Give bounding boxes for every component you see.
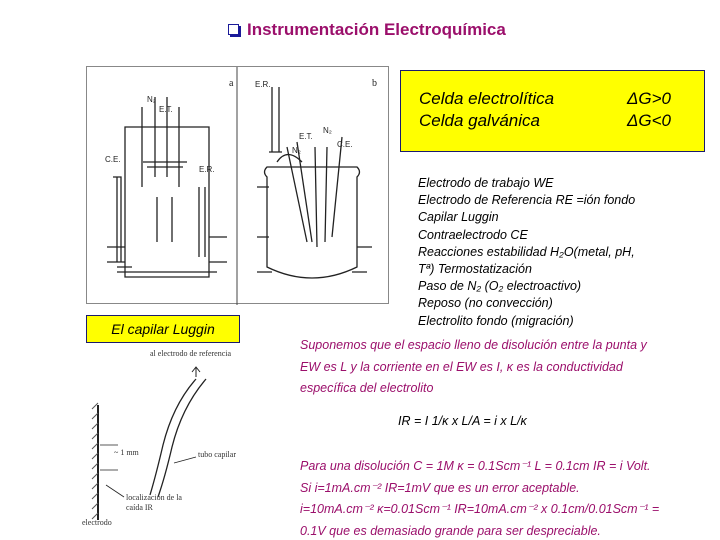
slide-title: Instrumentación Electroquímica xyxy=(228,20,506,40)
cell-a-drawing xyxy=(107,97,227,278)
electrode-label: electrodo xyxy=(82,518,112,527)
cell-components-list: Electrodo de trabajo WE Electrodo de Ref… xyxy=(418,175,708,330)
list-item: Tª) Termostatización xyxy=(418,262,532,277)
luggin-capillary-diagram: al electrodo de referencia ~ 1 mm tubo c… xyxy=(78,345,264,530)
checkbox-bullet-icon xyxy=(228,24,239,35)
paragraph-line: i=10mA.cm⁻² κ=0.01Scm⁻¹ IR=10mA.cm⁻² x 0… xyxy=(300,502,660,516)
list-item: Electrodo de trabajo WE xyxy=(418,176,554,190)
cells-drawing: a b N₂ E.T. C.E. E.R. E.R. E.T. N₂ N₂ C.… xyxy=(105,67,377,305)
paragraph-line: Para una disolución C = 1M κ = 0.1Scm⁻¹ … xyxy=(300,459,651,473)
list-item: Electrolito fondo (migración) xyxy=(418,313,574,328)
paragraph-line: 0.1V que es demasiado grande para ser de… xyxy=(300,523,601,538)
paragraph-line: específica del electrolito xyxy=(300,381,434,395)
panel-b-label: b xyxy=(372,78,377,89)
galvanic-cell-row: Celda galvánica ΔG<0 xyxy=(419,111,671,131)
cell-b-n2-label-right: N₂ xyxy=(323,126,332,135)
gap-distance-label: ~ 1 mm xyxy=(114,448,140,457)
cell-a-er-label: E.R. xyxy=(199,165,215,174)
electrolytic-cell-condition: ΔG>0 xyxy=(627,89,672,108)
list-item: Paso de N₂ (O₂ electroactivo) xyxy=(418,279,582,294)
gibbs-energy-box: Celda electrolítica ΔG>0 Celda galvánica… xyxy=(400,70,705,152)
cell-b-ce-label: C.E. xyxy=(337,140,353,149)
cell-a-ce-label: C.E. xyxy=(105,155,121,164)
ir-drop-location-label-line1: localización de la xyxy=(126,493,182,502)
list-item: Contraelectrodo CE xyxy=(418,227,528,242)
cell-b-n2-label-left: N₂ xyxy=(292,146,301,155)
panel-a-label: a xyxy=(229,78,234,89)
ir-drop-formula: IR = I 1/κ x L/A = i x L/κ xyxy=(398,414,527,428)
cell-a-n2-label: N₂ xyxy=(147,95,156,104)
electrochemical-cells-figure: a b N₂ E.T. C.E. E.R. E.R. E.T. N₂ N₂ C.… xyxy=(86,66,389,305)
cell-a-et-label: E.T. xyxy=(159,105,173,114)
list-item: Reacciones estabilidad H₂O(metal, pH, xyxy=(418,244,635,259)
paragraph-line: EW es L y la corriente en el EW es I, κ … xyxy=(300,359,623,374)
paragraph-line: Suponemos que el espacio lleno de disolu… xyxy=(300,338,647,352)
reference-electrode-label: al electrodo de referencia xyxy=(150,349,232,358)
electrolytic-cell-row: Celda electrolítica ΔG>0 xyxy=(419,89,671,109)
galvanic-cell-condition: ΔG<0 xyxy=(627,111,672,130)
ir-drop-location-label-line2: caída IR xyxy=(126,503,154,512)
list-item: Capilar Luggin xyxy=(418,210,499,225)
cell-b-er-label: E.R. xyxy=(255,80,271,89)
cell-b-drawing xyxy=(257,87,372,279)
capillary-tube-label: tubo capilar xyxy=(198,450,236,459)
cell-b-et-label: E.T. xyxy=(299,132,313,141)
list-item: Electrodo de Referencia RE =ión fondo xyxy=(418,193,636,208)
slide-title-text: Instrumentación Electroquímica xyxy=(247,20,506,39)
paragraph-line: Si i=1mA.cm⁻² IR=1mV que es un error ace… xyxy=(300,480,580,495)
list-item: Reposo (no convección) xyxy=(418,296,553,311)
example-paragraph: Para una disolución C = 1M κ = 0.1Scm⁻¹ … xyxy=(300,456,720,540)
galvanic-cell-label: Celda galvánica xyxy=(419,111,540,130)
explanation-paragraph: Suponemos que el espacio lleno de disolu… xyxy=(300,335,720,400)
electrolytic-cell-label: Celda electrolítica xyxy=(419,89,555,108)
luggin-capillary-label: El capilar Luggin xyxy=(86,315,240,343)
capillary-drawing: al electrodo de referencia ~ 1 mm tubo c… xyxy=(82,349,236,527)
